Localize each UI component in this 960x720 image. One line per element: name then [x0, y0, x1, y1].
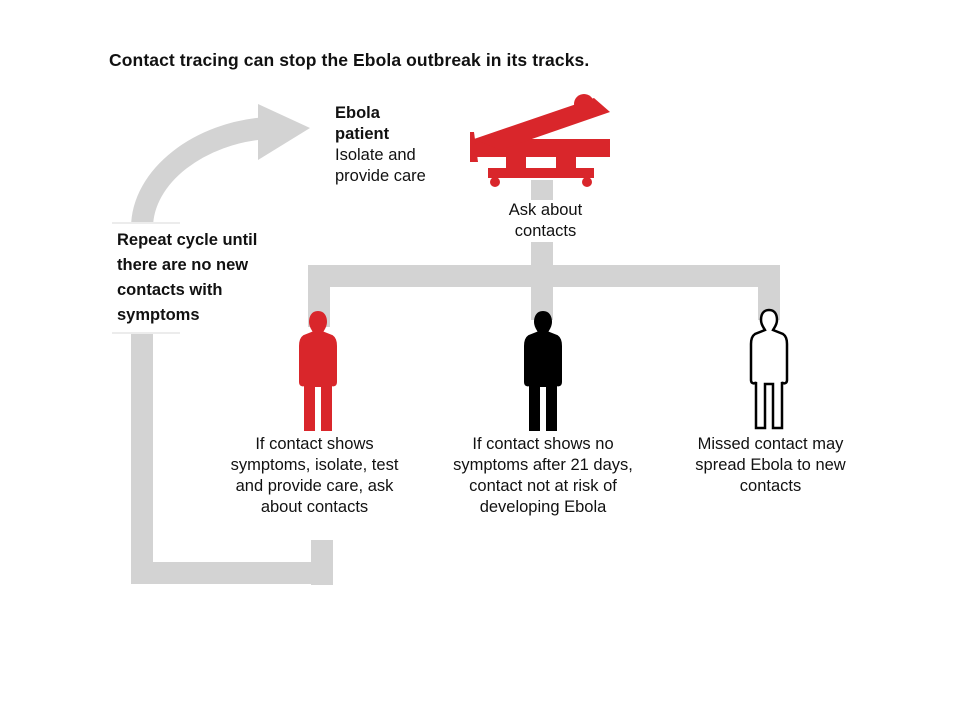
- repeat-cycle-arrowhead: [258, 104, 310, 160]
- diagram-title: Contact tracing can stop the Ebola outbr…: [109, 50, 590, 70]
- branch-right-drop: [758, 265, 780, 320]
- contact-caption-symptoms: If contact shows symptoms, isolate, test…: [230, 435, 399, 516]
- ask-contacts-label: Ask about contacts: [488, 200, 603, 242]
- branch-left-drop: [308, 265, 330, 327]
- repeat-text-mask: [108, 222, 293, 334]
- patient-name: Ebola patient: [335, 104, 390, 143]
- patient-description: Isolate and provide care: [335, 146, 426, 185]
- contact-caption-no-symptoms: If contact shows no symptoms after 21 da…: [453, 435, 633, 516]
- outline-person-icon: [749, 308, 789, 430]
- patient-label-block: Ebola patient Isolate and provide care: [335, 103, 455, 187]
- branch-middle-drop: [531, 265, 553, 320]
- contact-caption-missed: Missed contact may spread Ebola to new c…: [695, 435, 846, 495]
- patient-on-stretcher-icon: [470, 94, 610, 187]
- repeat-cycle-label: Repeat cycle until there are no new cont…: [117, 231, 258, 324]
- red-person-icon: [299, 310, 337, 431]
- red-contact-stem: [311, 540, 333, 585]
- repeat-cycle-curve: [131, 117, 269, 229]
- black-person-icon: [524, 310, 562, 431]
